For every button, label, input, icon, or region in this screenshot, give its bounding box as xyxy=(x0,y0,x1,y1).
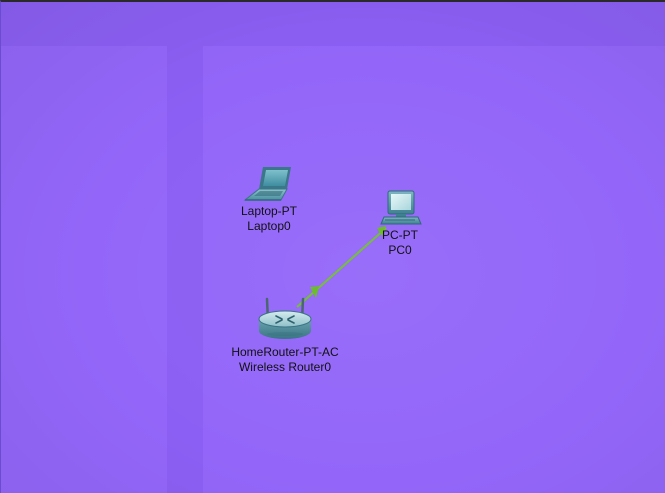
wireless-router-icon xyxy=(258,297,312,339)
device-model-label: HomeRouter-PT-AC xyxy=(231,345,339,359)
workspace-top-band xyxy=(1,2,665,46)
device-laptop0[interactable]: Laptop-PT Laptop0 xyxy=(224,164,314,234)
device-model-label: PC-PT xyxy=(382,228,418,242)
device-name-label: PC0 xyxy=(388,243,412,257)
laptop-icon xyxy=(243,167,291,201)
workspace-column-band xyxy=(167,46,203,493)
device-name-label: Wireless Router0 xyxy=(238,360,332,374)
device-pc0[interactable]: PC-PT PC0 xyxy=(365,188,435,258)
device-wireless-router0[interactable]: HomeRouter-PT-AC Wireless Router0 xyxy=(220,295,350,375)
link-pc0-router0[interactable] xyxy=(296,227,387,308)
device-model-label: Laptop-PT xyxy=(240,204,298,218)
device-name-label: Laptop0 xyxy=(247,219,291,233)
link-status-indicator-router0 xyxy=(310,286,319,298)
desktop-pc-icon xyxy=(380,190,422,225)
link-status-indicator-pc0 xyxy=(377,226,386,236)
